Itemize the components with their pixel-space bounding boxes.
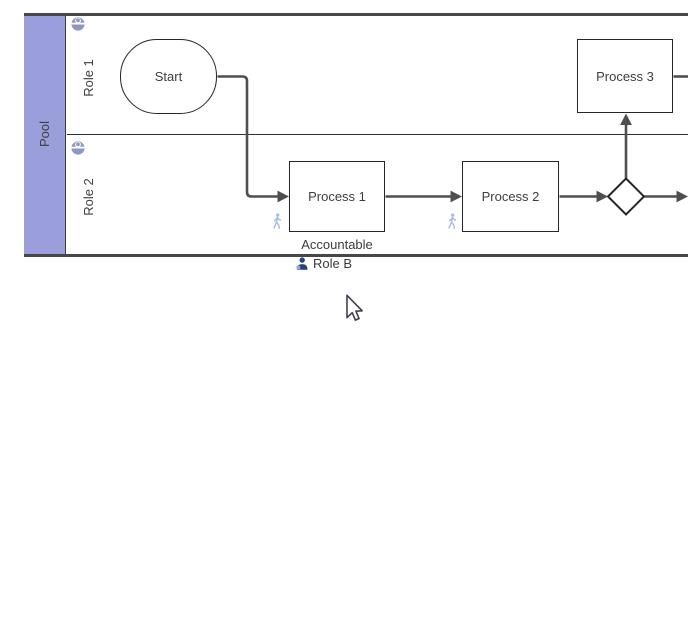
pool-header-band[interactable] xyxy=(24,16,66,254)
arrowhead xyxy=(277,190,289,203)
process-2-label: Process 2 xyxy=(481,189,540,204)
gateway-node[interactable] xyxy=(606,177,646,216)
process-1-label: Process 1 xyxy=(308,189,366,204)
arrowhead xyxy=(676,190,688,203)
arrowhead xyxy=(596,190,608,203)
mouse-cursor xyxy=(346,294,363,321)
role-person-icon xyxy=(296,257,308,270)
accountable-label: Accountable xyxy=(301,237,373,252)
user-circle-icon xyxy=(71,141,85,155)
lane-divider xyxy=(67,134,688,135)
user-circle-icon xyxy=(71,17,85,31)
arrowhead xyxy=(450,190,462,203)
role-badge-label: Role B xyxy=(313,256,353,271)
performer-person-icon xyxy=(273,213,282,229)
process-3-node[interactable]: Process 3 xyxy=(577,39,673,113)
process-1-node[interactable]: Process 1 xyxy=(289,161,385,232)
arrowhead xyxy=(620,113,632,125)
edge-start-process1[interactable] xyxy=(217,75,279,198)
start-node[interactable]: Start xyxy=(120,39,217,114)
start-node-label: Start xyxy=(154,69,183,84)
role-badge[interactable]: Role B xyxy=(296,256,352,271)
process-2-node[interactable]: Process 2 xyxy=(462,161,559,232)
process-3-label: Process 3 xyxy=(596,68,654,84)
performer-person-icon xyxy=(448,213,457,229)
